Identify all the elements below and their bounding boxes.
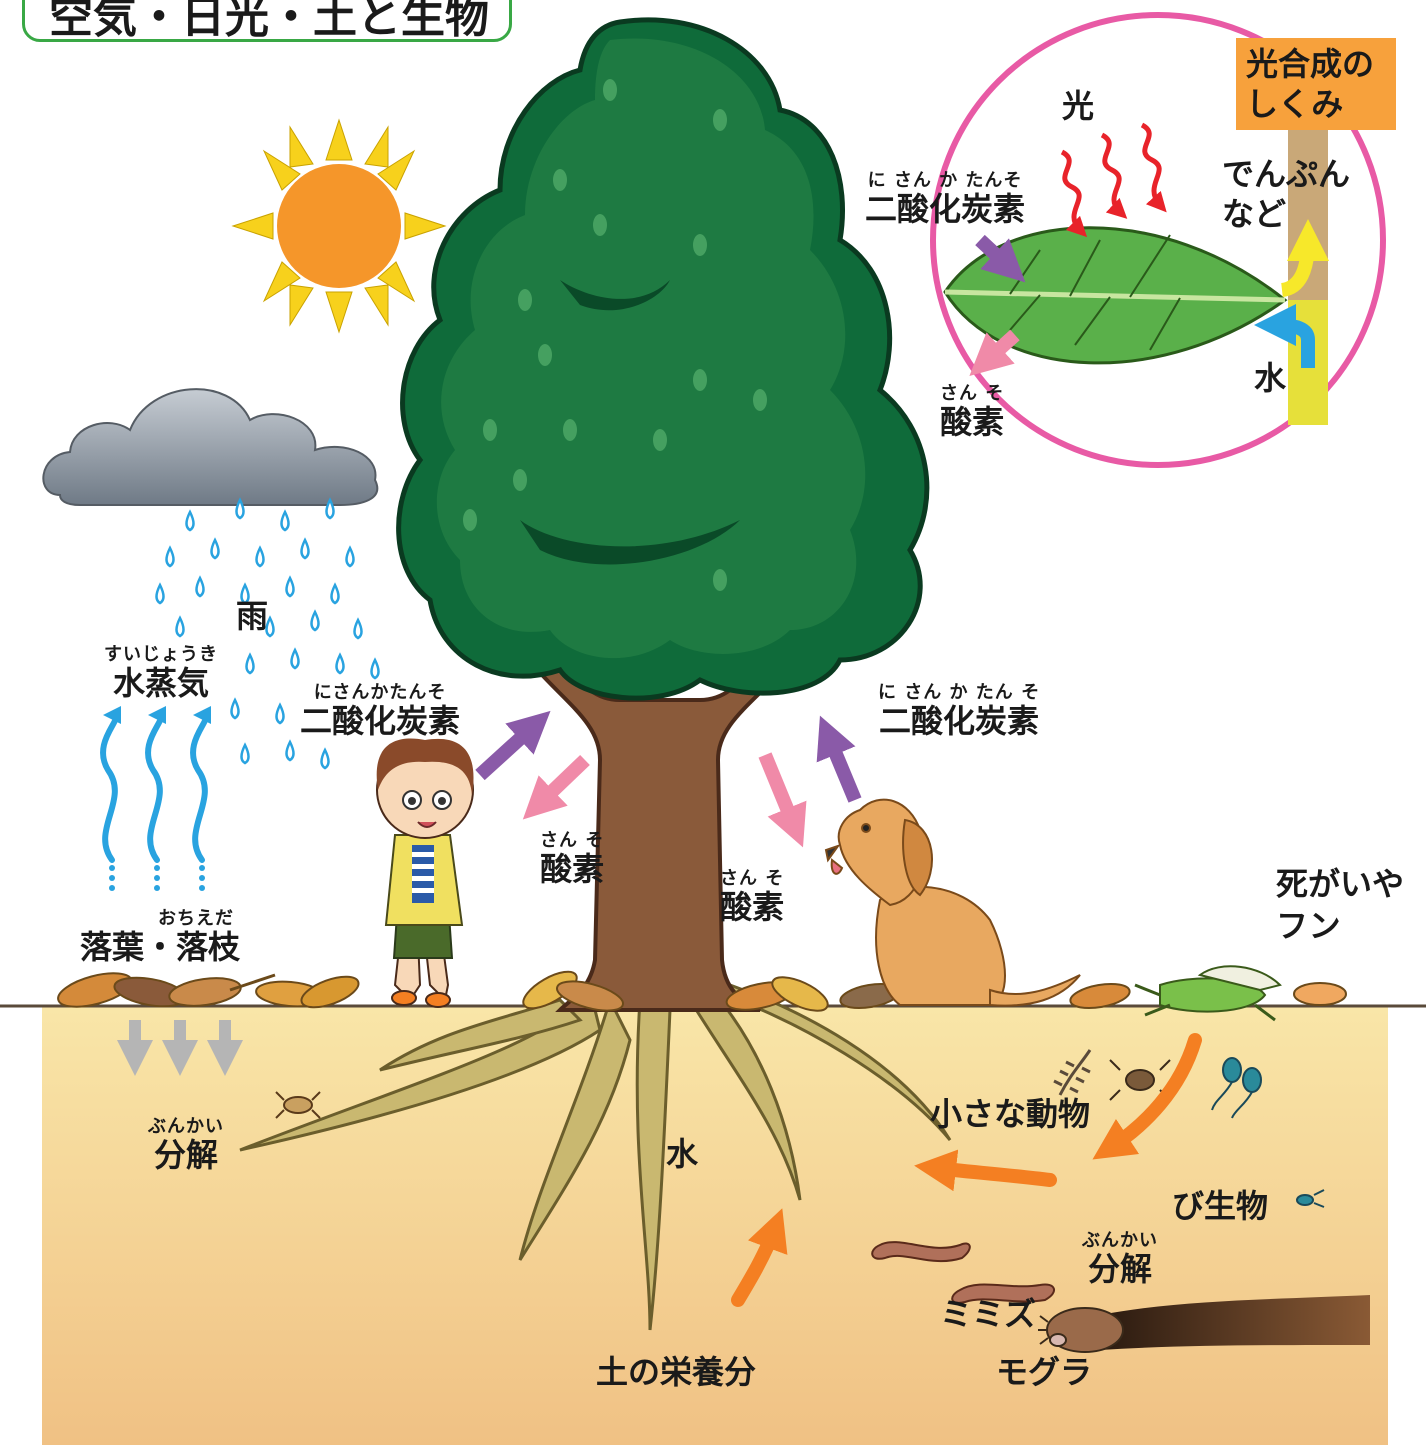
o2-arrow-right bbox=[758, 752, 807, 848]
bug-icon bbox=[1109, 1059, 1171, 1101]
earthworm-label: ミミズ bbox=[940, 1295, 1037, 1333]
photosynthesis-label-box: 光合成の しくみ bbox=[1236, 38, 1396, 130]
soil-nutrients-label: 土の栄養分 bbox=[596, 1353, 757, 1391]
vapor-dots bbox=[109, 865, 205, 891]
title-box: 空気・日光・土と生物 bbox=[22, 0, 512, 43]
cloud-icon bbox=[42, 388, 379, 506]
raindrops bbox=[155, 497, 380, 770]
decompose-right-label: ぶんかい分解 bbox=[1082, 1230, 1158, 1288]
tree-foliage bbox=[396, 17, 930, 701]
inset-oxygen-label: さん そ酸素 bbox=[940, 383, 1005, 441]
dog-figure bbox=[824, 798, 1081, 1007]
soil bbox=[42, 1006, 1388, 1445]
earthworm-icon bbox=[871, 1241, 1055, 1304]
tree-trunk bbox=[515, 648, 805, 1012]
mole-tunnel bbox=[1100, 1295, 1370, 1350]
inset-water-label: 水 bbox=[1254, 359, 1287, 397]
vapor-label: すいじょうき水蒸気 bbox=[104, 644, 218, 702]
o2-arrow-left bbox=[522, 754, 590, 820]
leaves-label: おちえだ落葉・落枝 bbox=[80, 908, 241, 966]
microbe-icon bbox=[1296, 1189, 1325, 1208]
decompose-arrows bbox=[117, 1020, 243, 1076]
carcass-label: 死がいやフン bbox=[1276, 865, 1405, 945]
gas-arrows bbox=[475, 710, 862, 848]
vapor-arrows bbox=[100, 706, 212, 863]
co2-arrow-right bbox=[816, 715, 862, 803]
decompose-left-label: ぶんかい分解 bbox=[148, 1116, 224, 1174]
mole-icon bbox=[1038, 1307, 1124, 1353]
photosynthesis-label-line2: しくみ bbox=[1246, 85, 1344, 123]
photosynthesis-inset bbox=[930, 12, 1386, 468]
rain-label: 雨 bbox=[236, 597, 269, 635]
fallen-leaves bbox=[57, 970, 1347, 1012]
co2-left-label: にさんかたんそ二酸化炭素 bbox=[300, 682, 461, 740]
microbes-label: び生物 bbox=[1172, 1187, 1269, 1225]
nutrient-arrows bbox=[731, 1033, 1202, 1307]
frog-carcass-icon bbox=[1134, 965, 1282, 1022]
small-animals-label: 小さな動物 bbox=[930, 1095, 1091, 1133]
page-title: 空気・日光・土と生物 bbox=[49, 0, 489, 43]
root-water-label: 水 bbox=[666, 1135, 699, 1173]
co2-right-label: に さん か たん そ二酸化炭素 bbox=[878, 682, 1041, 740]
tree-roots bbox=[239, 983, 952, 1331]
sun-icon bbox=[231, 118, 447, 334]
starch-label: でんぷんなど bbox=[1222, 155, 1351, 233]
springtail-icon bbox=[1211, 1057, 1262, 1119]
light-label: 光 bbox=[1062, 87, 1095, 125]
girl-figure bbox=[376, 738, 474, 1008]
mite-icon bbox=[275, 1091, 321, 1119]
inset-co2-label: に さん か たんそ二酸化炭素 bbox=[865, 170, 1026, 228]
photosynthesis-label-line1: 光合成の bbox=[1246, 45, 1375, 83]
centipede-icon bbox=[1053, 1049, 1092, 1096]
o2-left-label: さん そ酸素 bbox=[540, 830, 605, 888]
mole-label: モグラ bbox=[996, 1353, 1093, 1391]
co2-arrow-left bbox=[475, 710, 551, 781]
o2-mid-label: さん そ酸素 bbox=[720, 868, 785, 926]
